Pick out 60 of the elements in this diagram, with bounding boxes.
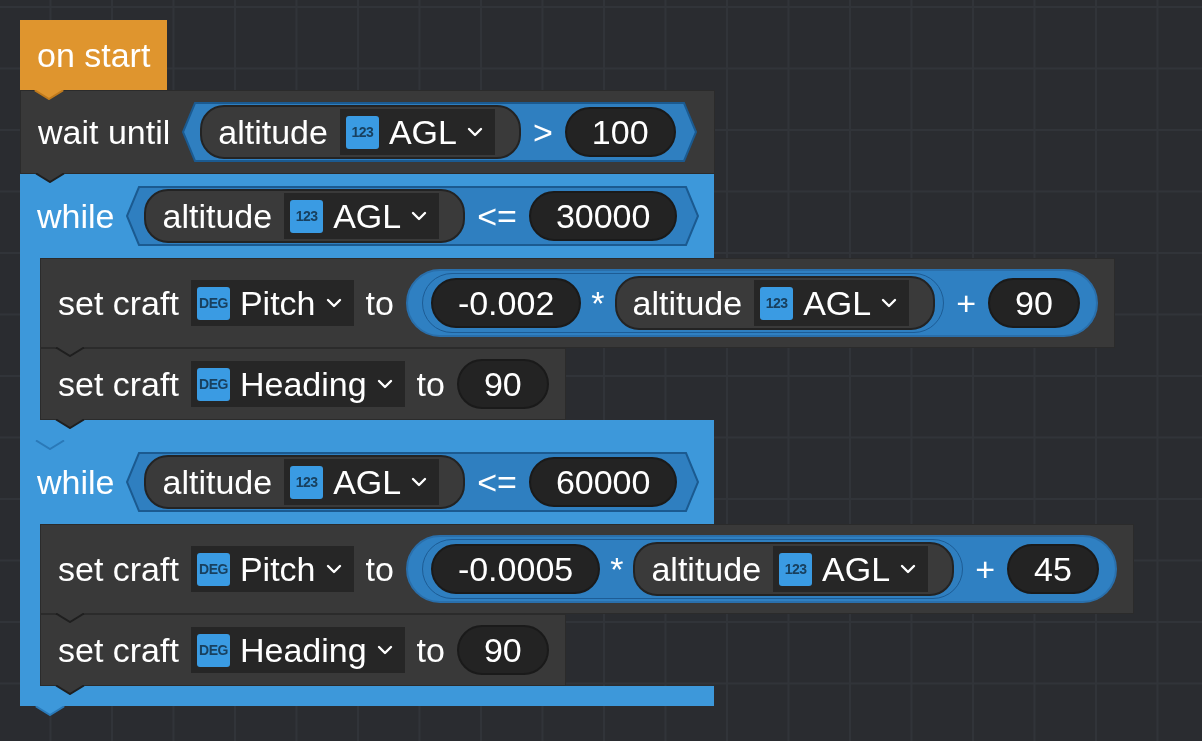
type-badge: DEG: [196, 633, 230, 667]
number-input: 100: [564, 107, 676, 157]
block-label: set craft: [58, 552, 179, 586]
operator-label: *: [610, 552, 624, 586]
dropdown: 123 AGL: [754, 280, 910, 326]
block-label: to: [416, 367, 445, 401]
dropdown: 123 AGL: [284, 193, 440, 239]
type-badge: 123: [760, 286, 794, 320]
dropdown: DEG Heading: [190, 627, 405, 673]
dropdown: 123 AGL: [284, 459, 440, 505]
block-label: altitude: [162, 465, 273, 499]
expression-block: [421, 539, 964, 599]
operator-label: +: [975, 552, 995, 586]
number-input: -0.0005: [430, 544, 601, 594]
block-label: altitude: [162, 199, 273, 233]
type-badge: DEG: [196, 286, 230, 320]
number-input: 60000: [528, 457, 678, 507]
reporter-block: [633, 542, 955, 596]
dropdown: 123 AGL: [339, 109, 495, 155]
condition-block: [126, 452, 700, 512]
reporter-block: [144, 455, 466, 509]
number-input: 30000: [528, 191, 678, 241]
dropdown: DEG Pitch: [190, 546, 354, 592]
dropdown: 123 AGL: [773, 546, 929, 592]
block-label: set craft: [58, 367, 179, 401]
block-label: set craft: [58, 633, 179, 667]
type-badge: DEG: [196, 367, 230, 401]
operator-label: <=: [477, 199, 517, 233]
operator-label: *: [591, 286, 605, 320]
condition-block: [126, 186, 700, 246]
condition-block: [182, 102, 698, 162]
operator-label: <=: [477, 465, 517, 499]
type-badge: 123: [290, 199, 324, 233]
block-label: altitude: [651, 552, 762, 586]
dropdown: DEG Heading: [190, 361, 405, 407]
block-label: to: [365, 552, 394, 586]
block-label: set craft: [58, 286, 179, 320]
operator-label: >: [532, 115, 553, 149]
number-input: 90: [456, 359, 549, 409]
number-input: 90: [988, 278, 1080, 328]
reporter-block: [614, 276, 936, 330]
expression-block: [421, 273, 945, 333]
operator-label: +: [956, 286, 977, 320]
dropdown: DEG Pitch: [190, 280, 354, 326]
number-input: 45: [1007, 544, 1099, 594]
block-label: while: [37, 465, 115, 499]
number-input: -0.002: [430, 278, 582, 328]
block-label: to: [365, 286, 394, 320]
reporter-block: [144, 189, 466, 243]
block-label: while: [37, 199, 115, 233]
type-badge: 123: [345, 115, 379, 149]
type-badge: DEG: [196, 552, 230, 586]
block-label: wait until: [38, 115, 171, 149]
block-label: to: [416, 633, 445, 667]
number-input: 90: [456, 625, 549, 675]
type-badge: 123: [779, 552, 813, 586]
type-badge: 123: [290, 465, 324, 499]
block-label: altitude: [218, 115, 328, 149]
reporter-block: [200, 105, 521, 159]
block-label: altitude: [632, 286, 743, 320]
